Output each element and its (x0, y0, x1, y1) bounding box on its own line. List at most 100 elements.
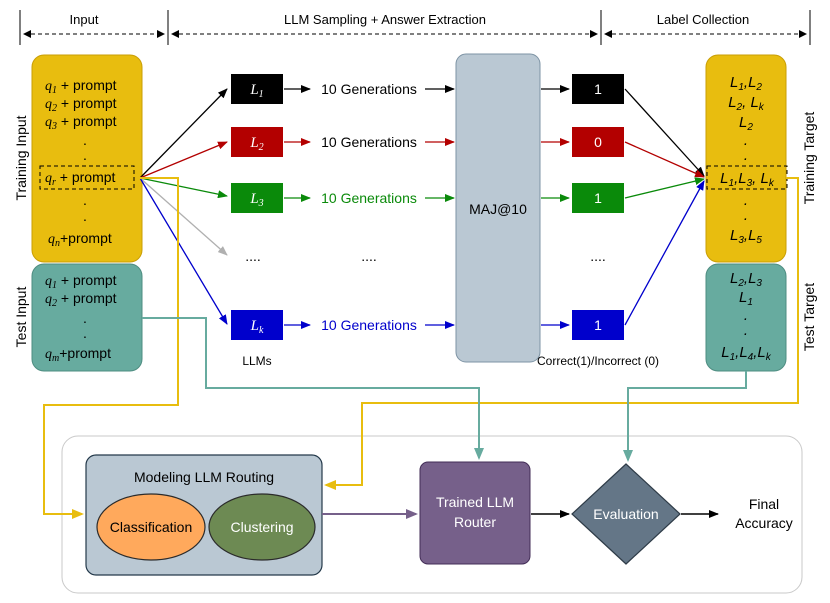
llm-label-2: L2 (249, 135, 263, 153)
dot: . (83, 192, 87, 208)
generation-labels: 10 Generations 10 Generations 10 Generat… (321, 81, 417, 333)
clustering-ellipse (208, 493, 316, 561)
correctness-value-2: 0 (594, 134, 602, 150)
training-input-to-modeling (43, 177, 179, 519)
target-row-4: L1,L3, Lk (720, 170, 775, 189)
correctness-boxes: 1 0 1 .... 1 Correct(1)/Incorrect (0) (537, 74, 659, 368)
header-label-collection: Label Collection (657, 12, 750, 27)
test-target-row-2: L1 (739, 289, 753, 308)
router-label-1: Trained LLM (436, 494, 514, 510)
dot: . (83, 132, 87, 148)
classification-label: Classification (110, 519, 192, 535)
test-target-to-evaluation (623, 371, 747, 462)
router-box (419, 461, 531, 565)
test-target-row-1: L2,L3 (730, 270, 762, 289)
test-input-label: Test Input (13, 287, 29, 348)
llm-boxes: L1 L2 L3 .... Lk LLMs (231, 74, 283, 368)
dot: . (744, 132, 748, 149)
training-input-list: q1 + prompt q2 + prompt q3 + prompt . . … (39, 77, 135, 249)
test-target-label: Test Target (801, 283, 817, 351)
llm-label-1: L1 (249, 82, 263, 100)
arrow-to-l3 (139, 177, 228, 199)
header-input: Input (70, 12, 99, 27)
dot: . (83, 208, 87, 224)
clustering-label: Clustering (230, 519, 293, 535)
generations-1: 10 Generations (321, 81, 417, 97)
dot: . (83, 310, 87, 326)
target-row-3: L2 (739, 114, 753, 133)
final-accuracy-line1: Final (749, 496, 779, 512)
fanout-arrows (139, 88, 228, 325)
header: Input LLM Sampling + Answer Extraction L… (19, 10, 811, 45)
generations-ellipsis: .... (361, 248, 377, 264)
correctness-value-3: 1 (594, 190, 602, 206)
correctness-box-2 (572, 127, 624, 157)
dot: . (744, 322, 748, 339)
test-target-row-3: L1,L4,Lk (721, 344, 772, 363)
classification-ellipse (96, 493, 206, 561)
modeling-title: Modeling LLM Routing (134, 469, 274, 485)
training-input-label: Training Input (13, 115, 29, 200)
selected-query-outline (39, 165, 135, 190)
maj-box (455, 53, 541, 363)
llm-box-2 (231, 127, 283, 157)
dot: . (744, 192, 748, 209)
converge-arrows (624, 88, 705, 326)
generations-k: 10 Generations (321, 317, 417, 333)
test-input-list: q1 + prompt q2 + prompt . . qm+prompt (45, 272, 117, 364)
training-qr: qr + prompt (45, 169, 116, 188)
arrow-to-ellipsis (139, 177, 228, 256)
test-q2: q2 + prompt (45, 290, 117, 309)
generations-3: 10 Generations (321, 190, 417, 206)
header-sampling: LLM Sampling + Answer Extraction (284, 12, 486, 27)
llm-box-1 (231, 74, 283, 104)
training-q2: q2 + prompt (45, 95, 117, 114)
training-q3: q3 + prompt (45, 113, 117, 132)
llm-box-k (231, 310, 283, 340)
evaluation-label: Evaluation (593, 506, 658, 522)
dot: . (744, 207, 748, 224)
dot: . (744, 147, 748, 164)
arrow-to-l2 (139, 141, 228, 179)
training-target-list: L1,L2 L2, Lk L2 . . L1,L3, Lk . . L3,L5 (706, 74, 788, 246)
test-q1: q1 + prompt (45, 272, 117, 291)
test-target-list: L2,L3 L1 . . L1,L4,Lk (721, 270, 772, 363)
router-label-2: Router (454, 514, 496, 530)
dot: . (83, 147, 87, 163)
training-input-box (31, 54, 143, 263)
target-row-2: L2, Lk (728, 94, 765, 113)
training-target-box (705, 54, 787, 263)
correctness-box-1 (572, 74, 624, 104)
arrow-to-l1 (139, 88, 228, 179)
training-target-label: Training Target (801, 112, 817, 205)
correctness-caption: Correct(1)/Incorrect (0) (537, 354, 659, 368)
arrow-to-lk (139, 177, 228, 325)
correctness-value-1: 1 (594, 81, 602, 97)
final-accuracy-line2: Accuracy (735, 515, 793, 531)
maj-arrows (541, 85, 570, 329)
teal-connectors (142, 317, 747, 462)
correctness-ellipsis: .... (590, 248, 606, 264)
llm-ellipsis: .... (245, 248, 261, 264)
target-row-5: L3,L5 (730, 227, 762, 246)
test-qm: qm+prompt (45, 345, 111, 364)
correctness-box-3 (572, 183, 624, 213)
llms-caption: LLMs (242, 354, 271, 368)
llm-box-3 (231, 183, 283, 213)
maj-label: MAJ@10 (469, 201, 527, 217)
generation-arrows (284, 85, 455, 329)
correctness-value-k: 1 (594, 317, 602, 333)
dot: . (744, 307, 748, 324)
target-row-1: L1,L2 (730, 74, 762, 93)
training-target-to-modeling (324, 177, 799, 490)
correctness-box-k (572, 310, 624, 340)
generations-2: 10 Generations (321, 134, 417, 150)
training-qn: qn+prompt (48, 230, 112, 249)
dot: . (83, 325, 87, 341)
evaluation-diamond (571, 463, 681, 565)
test-input-to-router (142, 317, 484, 460)
yellow-connectors (43, 177, 799, 519)
training-q1: q1 + prompt (45, 77, 117, 96)
llm-label-k: Lk (250, 318, 264, 336)
